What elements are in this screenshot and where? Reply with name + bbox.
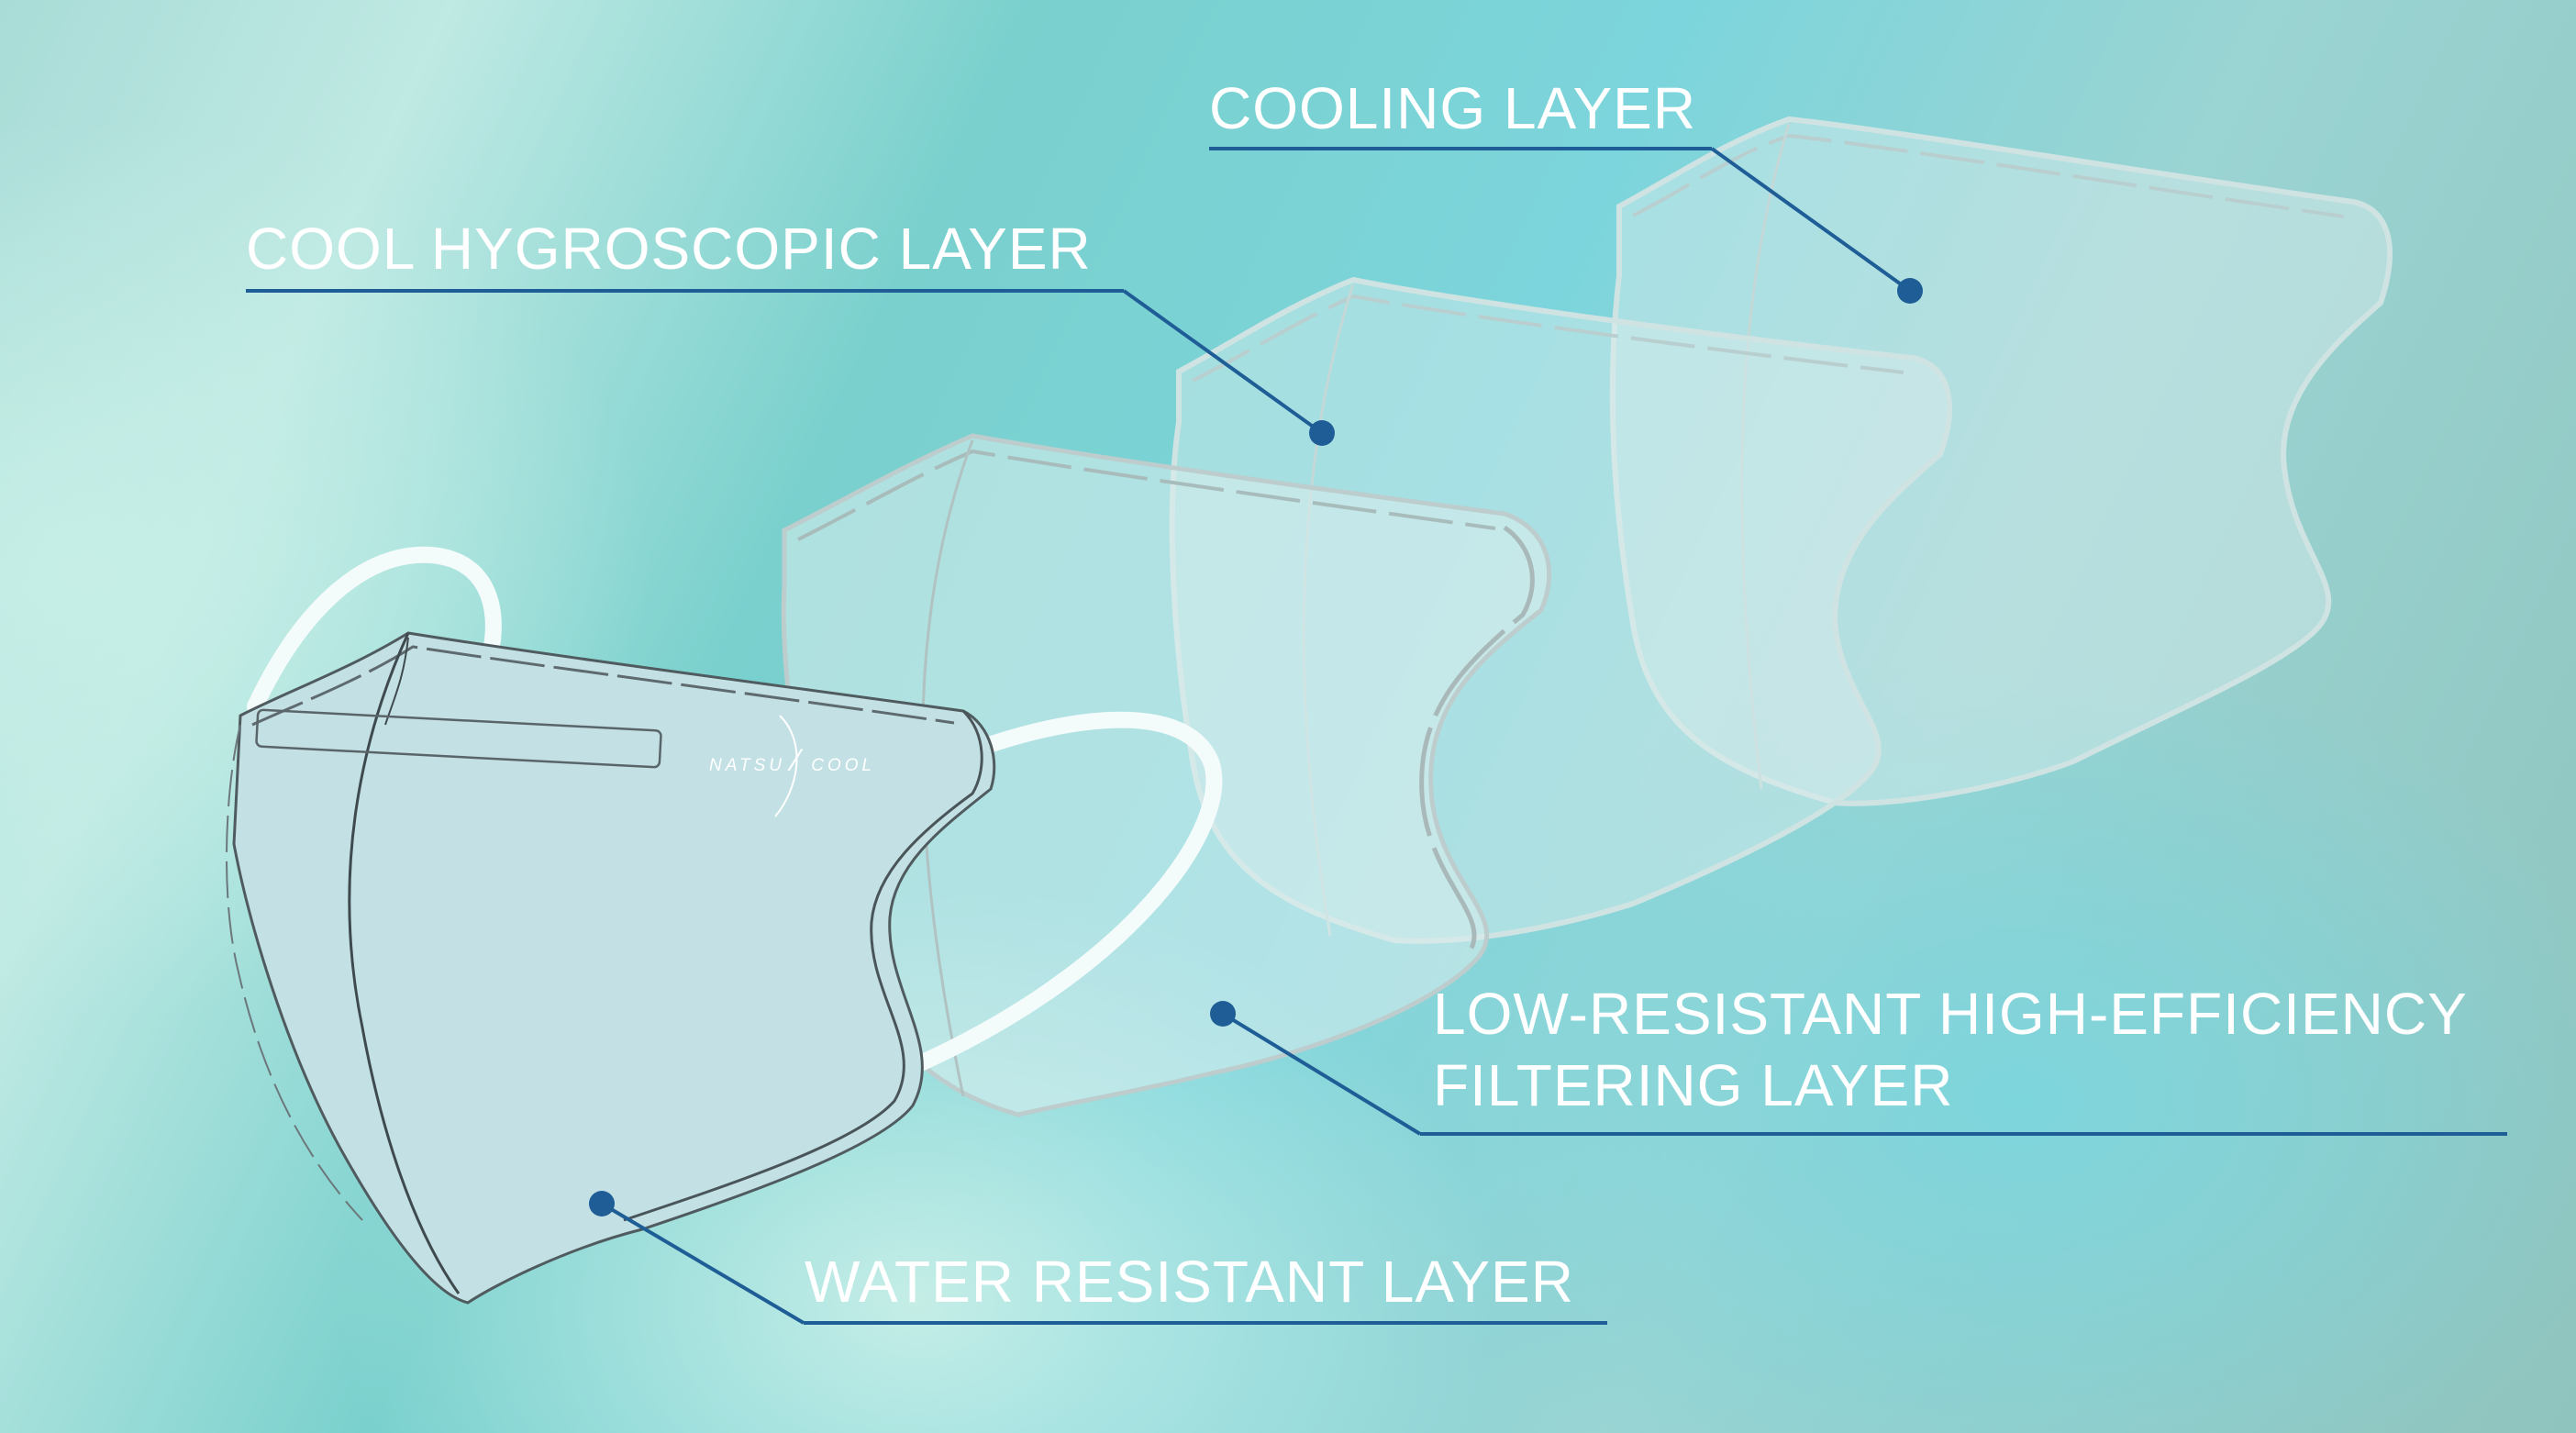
- callout-water: [589, 1191, 1607, 1325]
- water-resistant-mask: [226, 631, 996, 1305]
- label-cooling-layer: COOLING LAYER: [1209, 75, 1697, 141]
- callout-filtering: [1210, 1001, 2507, 1136]
- brand-logo: NATSU ⁄ COOL: [709, 743, 875, 779]
- label-filtering-line2: FILTERING LAYER: [1433, 1052, 1954, 1118]
- callout-cooling: [1209, 147, 1923, 304]
- label-filtering-line1: LOW-RESISTANT HIGH-EFFICIENCY: [1433, 981, 2468, 1047]
- label-water-resistant-layer: WATER RESISTANT LAYER: [805, 1249, 1574, 1315]
- label-filtering-layer: LOW-RESISTANT HIGH-EFFICIENCY FILTERING …: [1433, 978, 2468, 1121]
- callout-hygroscopic: [246, 289, 1335, 446]
- logo-word-left: NATSU: [709, 756, 785, 775]
- cooling-layer-sheet: [1609, 116, 2393, 806]
- logo-swoosh-icon: ⁄: [794, 743, 803, 778]
- logo-word-right: COOL: [811, 756, 876, 775]
- label-hygroscopic-layer: COOL HYGROSCOPIC LAYER: [246, 216, 1092, 282]
